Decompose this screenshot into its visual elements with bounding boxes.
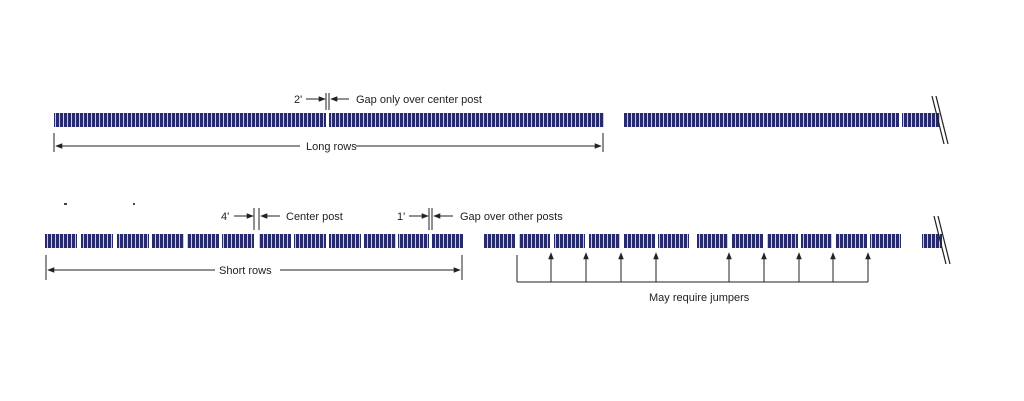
module: [364, 234, 396, 248]
short-rows-group: 4' Center post 1' Gap over other posts S…: [45, 203, 951, 304]
break-mark-long: [931, 95, 949, 145]
module: [187, 234, 219, 248]
module: [767, 234, 798, 248]
long-rows-dimension: [53, 133, 604, 152]
gap-other-posts-label: Gap over other posts: [460, 211, 563, 223]
long-rows-group: 2' Gap only over center post Long rows: [53, 93, 949, 153]
module: [398, 234, 429, 248]
long-row-segment-right: [624, 113, 899, 127]
gap-1ft-label: 1': [397, 211, 405, 223]
module: [117, 234, 149, 248]
module: [922, 234, 942, 248]
module: [45, 234, 77, 248]
gap-center-only-label: Gap only over center post: [356, 94, 482, 106]
break-mark-short: [933, 215, 951, 265]
module: [484, 234, 515, 248]
short-rows-label: Short rows: [219, 265, 272, 277]
module: [152, 234, 184, 248]
gap-2ft-label: 2': [294, 94, 302, 106]
module: [624, 234, 655, 248]
module: [432, 234, 463, 248]
stray-mark: [133, 203, 135, 205]
module: [658, 234, 689, 248]
gap-2ft-callout: [306, 93, 349, 110]
module: [732, 234, 763, 248]
long-rows-label: Long rows: [306, 141, 357, 153]
jumpers-label: May require jumpers: [649, 292, 750, 304]
module: [222, 234, 254, 248]
module: [589, 234, 620, 248]
long-row-segment-middle: [329, 113, 604, 127]
module: [554, 234, 585, 248]
module: [81, 234, 113, 248]
short-rows-dimension: [45, 255, 463, 280]
long-row-segment-left: [54, 113, 326, 127]
gap-4ft-label: 4': [221, 211, 229, 223]
module: [697, 234, 728, 248]
long-row-segment-end: [902, 113, 940, 127]
module: [259, 234, 291, 248]
jumper-arrows: [516, 252, 871, 283]
gap-1ft-callout: [409, 208, 453, 230]
module: [294, 234, 326, 248]
stray-mark: [64, 203, 67, 205]
module: [836, 234, 867, 248]
center-post-label: Center post: [286, 211, 343, 223]
short-row-left-modules: [45, 234, 463, 248]
gap-4ft-callout: [234, 208, 280, 230]
module: [801, 234, 832, 248]
module: [519, 234, 550, 248]
short-row-right-modules: [484, 234, 942, 248]
module: [870, 234, 901, 248]
module: [329, 234, 361, 248]
